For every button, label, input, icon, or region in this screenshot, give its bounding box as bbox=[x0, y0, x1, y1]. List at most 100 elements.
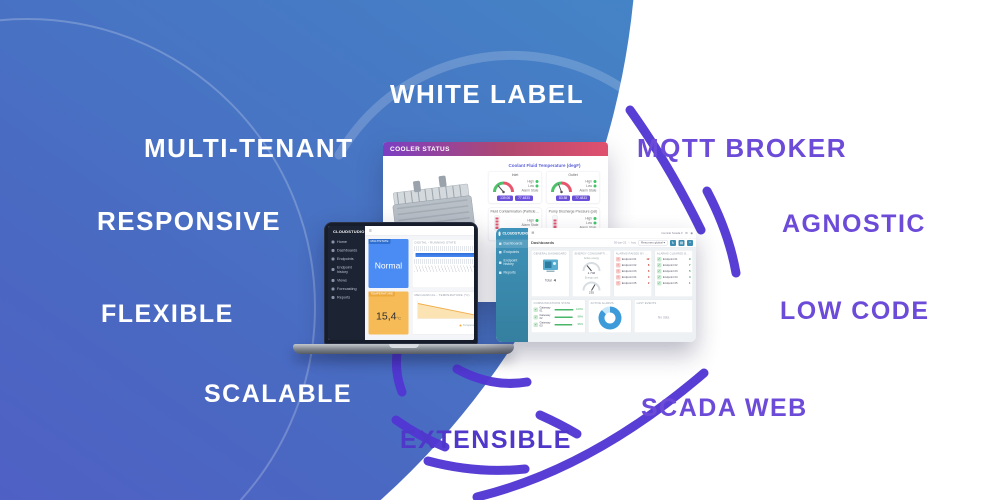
sidebar-item-endpoint-history[interactable]: Endpoint history bbox=[328, 263, 365, 276]
date-range[interactable]: 30-jun-21 → hoy bbox=[613, 241, 636, 245]
active-alarms-donut bbox=[598, 306, 622, 330]
sidebar-item-reports[interactable]: Reports bbox=[328, 293, 365, 302]
cooler-section-title: Coolant Fluid Temperature (degF) bbox=[508, 163, 581, 168]
analytics-logo: CLOUDSTUDIO bbox=[496, 228, 528, 240]
arc-segment bbox=[423, 456, 530, 475]
label-flexible: FLEXIBLE bbox=[101, 300, 234, 328]
label-multi-tenant: MULTI-TENANT bbox=[144, 133, 354, 163]
history-icon bbox=[331, 268, 335, 271]
check-icon: ✓ bbox=[656, 269, 662, 274]
temperature-trend-chart: MECHANICAL - TEMPERATURE (°C) bbox=[412, 291, 474, 335]
status-dot bbox=[535, 184, 539, 188]
laptop-main: ≡ MULTISTATE Normal TEMPERATURE 15,4° bbox=[365, 226, 474, 340]
value-pill: 83.58 bbox=[556, 195, 571, 201]
sidebar-item-endpoints[interactable]: Endpoints bbox=[496, 248, 528, 257]
layout-button[interactable]: ▤ bbox=[678, 239, 685, 246]
analytics-topbar: ≡ Central Scada ▾ ⚙ ◉ bbox=[528, 228, 696, 239]
sidebar-item-reports[interactable]: Reports bbox=[496, 269, 528, 278]
check-icon: ✓ bbox=[656, 275, 662, 280]
panel-title: Fluid Contamination (Particles ISO) bbox=[490, 210, 540, 214]
status-dot bbox=[593, 179, 597, 183]
avatar-icon[interactable]: ◉ bbox=[690, 231, 693, 235]
alarm-icon: ! bbox=[615, 257, 621, 262]
gauge-icon bbox=[582, 262, 601, 272]
label-low-code: LOW CODE bbox=[780, 297, 930, 325]
label-agnostic: AGNOSTIC bbox=[782, 210, 926, 238]
check-icon: ✓ bbox=[656, 281, 662, 286]
sidebar-item-views[interactable]: Views bbox=[328, 276, 365, 285]
gauge-icon bbox=[582, 281, 601, 291]
temperature-value: 15,4°C bbox=[376, 310, 401, 323]
state-card-label: MULTISTATE bbox=[368, 239, 391, 244]
card-active-alarms: ACTIVE ALARMS bbox=[588, 299, 632, 333]
signal-icon: ✓ bbox=[533, 307, 538, 312]
menu-burger-icon[interactable]: ≡ bbox=[531, 230, 535, 236]
card-alarms-raised: ALARMS RAISED BY ENDPOINT !Endpoint 0112… bbox=[613, 250, 652, 297]
add-button[interactable]: + bbox=[687, 239, 693, 246]
home-icon bbox=[331, 240, 335, 244]
label-scada-web: SCADA WEB bbox=[641, 394, 808, 422]
state-card: MULTISTATE Normal bbox=[368, 239, 409, 288]
arc-segment bbox=[702, 186, 741, 278]
menu-burger-icon[interactable]: ≡ bbox=[369, 227, 372, 234]
signal-icon: ✓ bbox=[533, 314, 538, 320]
laptop-logo: CLOUDSTUDIO bbox=[333, 229, 365, 235]
sidebar-item-home[interactable]: Home bbox=[328, 238, 365, 247]
value-pill: 77.4833 bbox=[572, 195, 590, 201]
sidebar-item-forecasting[interactable]: Forecasting bbox=[328, 285, 365, 294]
sidebar-item-endpoints[interactable]: Endpoints bbox=[328, 255, 365, 264]
alarm-icon: ! bbox=[615, 281, 621, 286]
sidebar-item-endpoint-history[interactable]: Endpoint history bbox=[496, 257, 528, 269]
sidebar-item-dashboards[interactable]: Dashboards bbox=[496, 239, 528, 248]
cooler-panel-outlet: Outlet High Low bbox=[546, 171, 600, 204]
value-pill: 139.06 bbox=[497, 195, 514, 201]
analytics-filterbar: Dashboards 30-jun-21 → hoy Resumen globa… bbox=[528, 238, 696, 248]
state-value: Normal bbox=[374, 261, 403, 271]
reports-icon bbox=[331, 295, 335, 299]
temperature-card-label: TEMPERATURE bbox=[368, 291, 395, 297]
endpoints-icon bbox=[499, 251, 502, 254]
status-dot bbox=[593, 184, 597, 188]
laptop-mockup: CLOUDSTUDIO Home Dashboards Endpoints En… bbox=[324, 222, 478, 344]
sidebar-item-dashboards[interactable]: Dashboards bbox=[328, 246, 365, 255]
label-white-label: WHITE LABEL bbox=[390, 79, 585, 109]
cooler-title: COOLER STATUS bbox=[383, 142, 608, 156]
arc-segment bbox=[625, 105, 706, 235]
analytics-dashboard-window: CLOUDSTUDIO Dashboards Endpoints Endpoin… bbox=[496, 228, 696, 342]
page-title: Dashboards bbox=[531, 240, 555, 246]
status-dot bbox=[593, 216, 597, 220]
views-icon bbox=[331, 278, 335, 282]
laptop-base bbox=[293, 344, 514, 354]
gauge-icon bbox=[493, 181, 514, 194]
user-menu[interactable]: Central Scada ▾ bbox=[661, 231, 683, 235]
forecast-icon bbox=[331, 287, 335, 291]
analytics-main: ≡ Central Scada ▾ ⚙ ◉ Dashboards 30-jun-… bbox=[528, 228, 696, 342]
dashboard-select[interactable]: Resumen global ▾ bbox=[638, 240, 668, 246]
history-icon bbox=[499, 261, 502, 264]
alarm-icon: ! bbox=[615, 269, 621, 274]
card-alarms-cleared: ALARMS CLEARED BY ENDPOINT ✓Endpoint 019… bbox=[654, 250, 693, 297]
dashboard-icon bbox=[499, 242, 502, 245]
status-dot bbox=[593, 221, 597, 225]
refresh-button[interactable]: ↻ bbox=[670, 239, 676, 246]
laptop-topbar: ≡ bbox=[365, 226, 474, 236]
panel-title: Pump Discharge Pressure (psi) bbox=[548, 210, 598, 214]
no-data-text: No data bbox=[657, 316, 670, 320]
arc-segment bbox=[535, 410, 582, 439]
tick-marks bbox=[414, 246, 474, 251]
gauge-icon bbox=[551, 181, 572, 194]
gear-icon[interactable]: ⚙ bbox=[685, 231, 688, 235]
analytics-sidebar: CLOUDSTUDIO Dashboards Endpoints Endpoin… bbox=[496, 228, 528, 342]
